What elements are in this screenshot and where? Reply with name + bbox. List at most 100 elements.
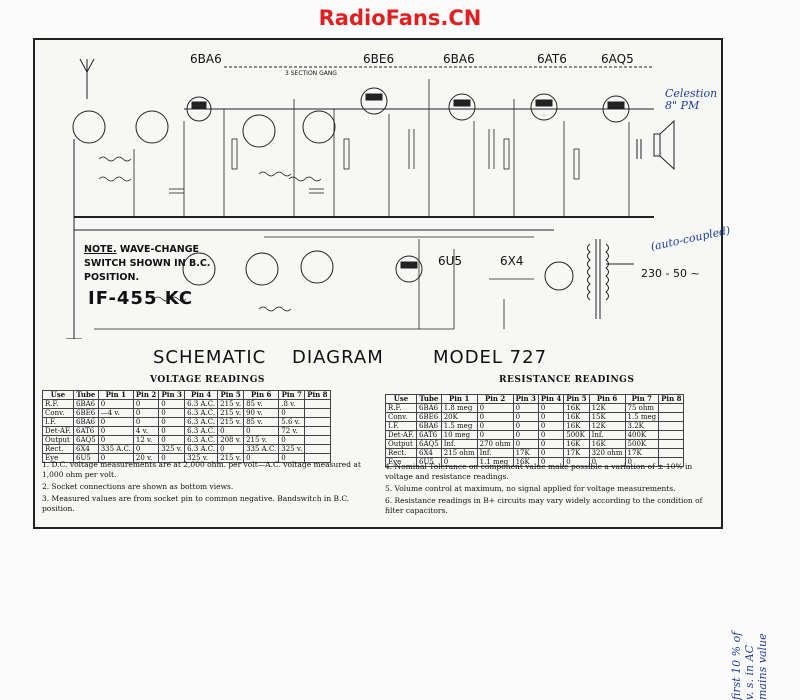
table-cell: 0 — [243, 453, 280, 463]
table-cell: 215 ohm — [440, 448, 478, 458]
power-transformer — [587, 239, 634, 319]
table-cell: 15K — [588, 412, 626, 422]
table-cell — [304, 453, 331, 463]
table-cell: 1.8 meg — [440, 403, 478, 413]
voltage-header-cell: Tube — [72, 390, 99, 400]
table-cell: I.F. — [385, 421, 417, 431]
table-cell — [304, 399, 331, 409]
table-cell: Conv. — [42, 408, 74, 418]
table-cell: 0 — [217, 426, 245, 436]
heading-schematic: SCHEMATIC — [153, 347, 267, 368]
table-cell: 0 — [476, 403, 514, 413]
table-cell: 6AT6 — [72, 426, 99, 436]
wave-change-note: NOTE. WAVE-CHANGE SWITCH SHOWN IN B.C. P… — [84, 243, 210, 285]
table-cell: 400K — [624, 430, 660, 440]
table-cell: 0 — [158, 435, 186, 445]
table-cell: 0 — [512, 430, 539, 440]
table-cell: 500K — [563, 430, 590, 440]
table-cell: 12K — [588, 421, 626, 431]
voltage-header-cell: Pin 1 — [97, 390, 134, 400]
table-cell — [658, 457, 685, 467]
table-cell: Output — [42, 435, 74, 445]
voltage-header-cell: Pin 7 — [278, 390, 306, 400]
note-line2: SWITCH SHOWN IN B.C. — [84, 258, 211, 269]
table-cell: 215 v. — [217, 408, 245, 418]
voltage-header-cell: Pin 5 — [217, 390, 245, 400]
table-cell: 6.3 A.C. — [184, 417, 219, 427]
resistance-header-cell: Pin 8 — [658, 394, 685, 404]
table-cell: 0 — [537, 448, 565, 458]
table-cell: 0 — [512, 421, 539, 431]
table-cell: R.F. — [42, 399, 74, 409]
table-cell: R.F. — [385, 403, 417, 413]
table-cell: 85 v. — [243, 417, 280, 427]
table-cell: 6X4 — [72, 444, 99, 454]
table-cell: 1.5 meg — [624, 412, 660, 422]
table-cell: 0 — [158, 426, 186, 436]
tube-label-eye: 6U5 — [438, 254, 463, 268]
table-cell: Inf. — [476, 448, 514, 458]
table-cell: 0 — [97, 417, 134, 427]
table-cell: 335 A.C. — [97, 444, 134, 454]
table-cell: 0 — [512, 412, 539, 422]
site-title[interactable]: RadioFans.CN — [318, 6, 482, 30]
table-cell — [304, 435, 331, 445]
table-cell: 6.3 A.C. — [184, 444, 219, 454]
table-cell: 0 — [278, 408, 306, 418]
table-cell — [304, 426, 331, 436]
table-cell: 0 — [158, 417, 186, 427]
handwritten-speaker: Celestion 8" PM — [665, 87, 718, 112]
note-line1: WAVE-CHANGE — [119, 244, 199, 255]
table-cell: 215 v. — [217, 417, 245, 427]
table-cell: 16K — [563, 403, 590, 413]
table-cell: 320 ohm — [588, 448, 626, 458]
table-cell: 6.3 A.C. — [184, 435, 219, 445]
resistance-header-cell: Pin 2 — [476, 394, 514, 404]
table-cell: 0 — [243, 426, 280, 436]
table-cell: 215 v. — [243, 435, 280, 445]
table-cell — [658, 421, 685, 431]
table-cell: Output — [385, 439, 417, 449]
tube-label-rf: 6BA6 — [190, 52, 222, 66]
footnote: 3. Measured values are from socket pin t… — [42, 494, 350, 513]
table-cell: 20 v. — [132, 453, 160, 463]
table-cell: 0 — [563, 457, 590, 467]
table-cell — [658, 430, 685, 440]
note-title: NOTE. — [84, 244, 117, 255]
table-cell: Det-AF. — [385, 430, 417, 440]
footnote: 1. D.C. voltage measurements are at 2,00… — [42, 460, 361, 479]
resistance-title: RESISTANCE READINGS — [499, 375, 635, 385]
table-cell — [658, 439, 685, 449]
table-cell: 6BA6 — [415, 403, 442, 413]
table-cell: 16K — [563, 421, 590, 431]
speaker-icon — [636, 119, 675, 171]
table-cell: 500K — [624, 439, 660, 449]
table-cell: 17K — [563, 448, 590, 458]
antenna-icon — [79, 58, 95, 99]
resistance-header-cell: Pin 1 — [440, 394, 478, 404]
table-cell: 16K — [563, 439, 590, 449]
schematic-circuit — [66, 58, 675, 339]
heading-diagram: DIAGRAM — [292, 347, 384, 368]
table-cell: 325 v. — [158, 444, 186, 454]
table-cell: 85 v. — [243, 399, 280, 409]
table-cell: 325 v. — [278, 444, 306, 454]
table-cell: 3.2K — [624, 421, 660, 431]
note-line3: POSITION. — [84, 272, 140, 283]
resistance-notes: 4. Nominal Tolerance on component value … — [385, 462, 705, 518]
table-cell: 0 — [97, 426, 134, 436]
table-cell: 72 v. — [278, 426, 306, 436]
footnote: 5. Volume control at maximum, no signal … — [385, 484, 676, 493]
resistance-header-cell: Tube — [415, 394, 442, 404]
table-cell: 90 v. — [243, 408, 280, 418]
table-cell: 0 — [158, 408, 186, 418]
tube-label-rect: 6X4 — [500, 254, 524, 268]
table-cell: 0 — [512, 439, 539, 449]
table-cell: 0 — [440, 457, 478, 467]
